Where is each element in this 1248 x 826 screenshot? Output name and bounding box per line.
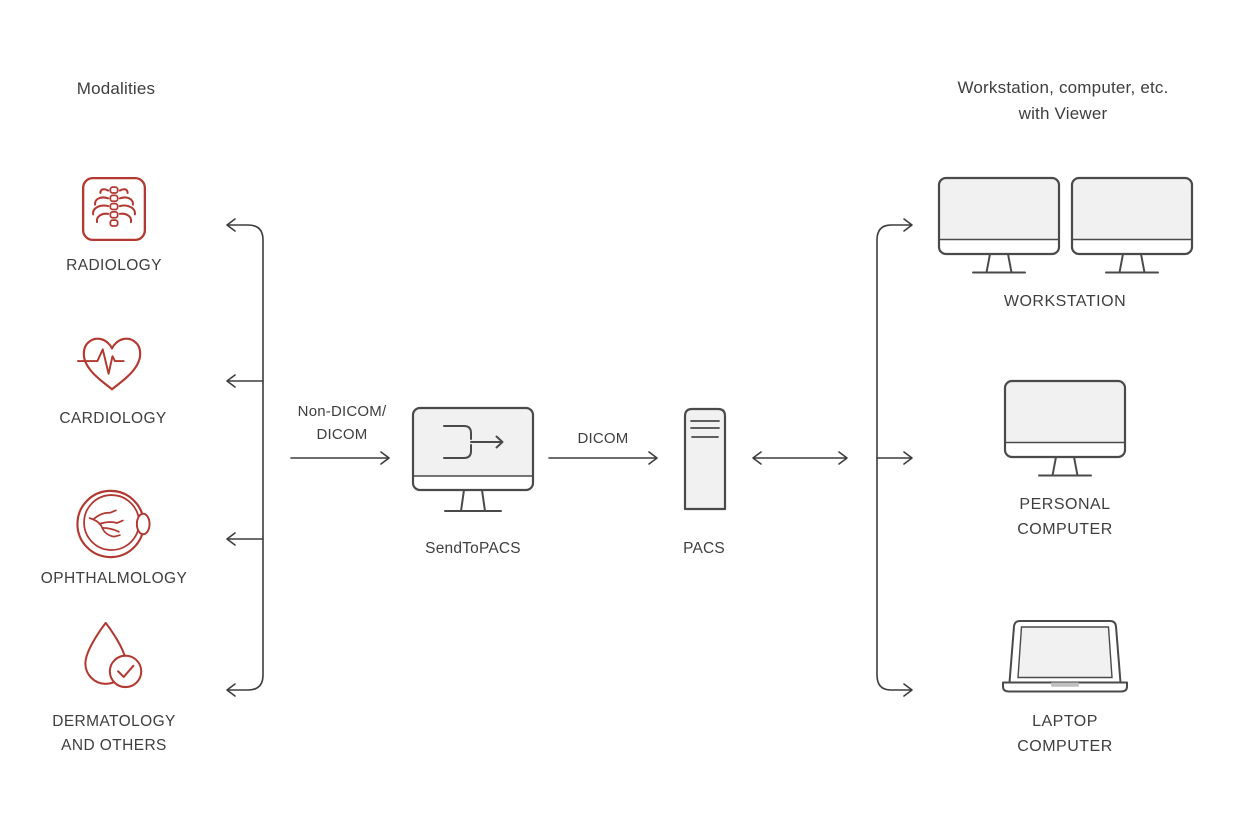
modality-label-cardiology: CARDIOLOGY <box>59 410 167 427</box>
viewer-label-laptop-computer-line2: COMPUTER <box>1017 737 1113 755</box>
pacs-server-icon <box>683 407 727 511</box>
pacs-label: PACS <box>683 540 725 557</box>
xray-ribcage-icon <box>81 176 147 242</box>
modality-label-dermatology-line2: AND OTHERS <box>61 737 167 755</box>
non-dicom-input-arrow <box>290 451 390 465</box>
viewers-bracket-arrow <box>876 218 913 697</box>
modality-label-dermatology: DERMATOLOGY AND OTHERS <box>52 710 176 758</box>
eye-retina-icon <box>76 489 151 559</box>
viewers-title: Workstation, computer, etc. with Viewer <box>957 75 1168 128</box>
viewer-label-workstation: WORKSTATION <box>1003 293 1127 310</box>
non-dicom-arrow-label-line1: Non-DICOM/ <box>297 403 387 420</box>
modality-label-ophthalmology: OPHTHALMOLOGY <box>40 570 188 587</box>
modalities-title: Modalities <box>76 79 156 98</box>
pacs-bidirectional-arrow <box>752 451 848 465</box>
laptop-trackpad-notch <box>1051 682 1079 687</box>
merge-flow-icon <box>443 425 504 459</box>
modalities-bracket-arrow <box>226 218 264 697</box>
viewer-label-personal-computer-line1: PERSONAL <box>1019 496 1111 513</box>
heart-ecg-icon <box>77 337 142 391</box>
sendtopacs-monitor-icon <box>411 406 535 512</box>
viewer-label-personal-computer-line2: COMPUTER <box>1017 520 1113 538</box>
viewers-title-line2: with Viewer <box>1018 104 1108 124</box>
viewers-title-line1: Workstation, computer, etc. <box>957 78 1169 97</box>
desktop-monitor-icon <box>1003 379 1127 477</box>
viewer-label-personal-computer: PERSONAL COMPUTER <box>1017 493 1113 543</box>
non-dicom-arrow-label-line2: DICOM <box>316 426 368 444</box>
dual-monitor-icon-right <box>1070 176 1194 274</box>
droplet-check-icon <box>84 621 143 689</box>
viewer-label-laptop-computer: LAPTOP COMPUTER <box>1017 710 1113 760</box>
dicom-arrow <box>548 451 658 465</box>
laptop-icon <box>1002 620 1128 693</box>
modality-label-radiology: RADIOLOGY <box>66 257 162 274</box>
viewer-label-laptop-computer-line1: LAPTOP <box>1032 713 1098 730</box>
modality-label-dermatology-line1: DERMATOLOGY <box>52 713 176 730</box>
non-dicom-arrow-label: Non-DICOM/ DICOM <box>298 400 387 447</box>
sendtopacs-label: SendToPACS <box>425 540 521 557</box>
dicom-arrow-label: DICOM <box>577 430 629 447</box>
dual-monitor-icon-left <box>937 176 1061 274</box>
